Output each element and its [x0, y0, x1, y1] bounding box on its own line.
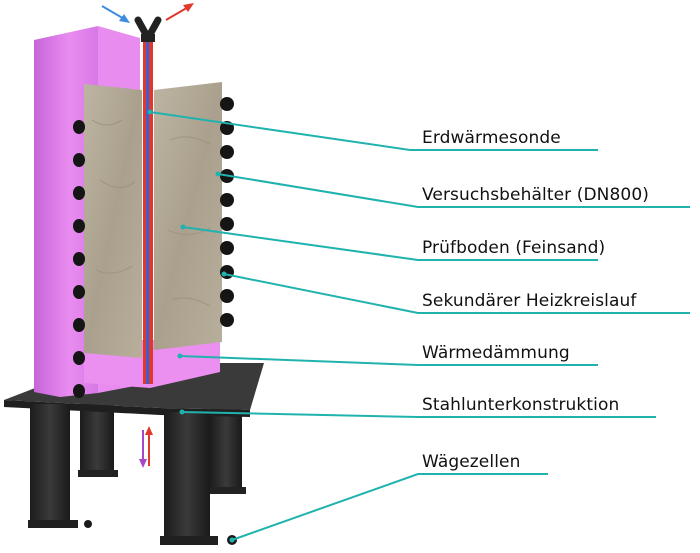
front-left-foot [28, 520, 78, 528]
pipe-end-right [220, 193, 234, 207]
pipe-end-left [73, 384, 85, 398]
label-test-container: Versuchsbehälter (DN800) [422, 185, 649, 205]
probe-collar [141, 34, 155, 42]
label-ground-probe: Erdwärmesonde [422, 128, 561, 148]
pipe-end-right [220, 265, 234, 279]
rear-left-foot [78, 470, 118, 477]
leader-secondary-circuit [223, 273, 690, 314]
steel-substructure [4, 363, 264, 545]
pipe-end-right [220, 97, 234, 111]
pipe-end-left [73, 285, 85, 299]
leader-ground-probe [149, 111, 598, 151]
pipe-end-left [73, 186, 85, 200]
pipe-end-left [73, 318, 85, 332]
ground-heat-probe [134, 16, 162, 384]
soil-left-panel [84, 84, 142, 358]
pipe-end-left [73, 120, 85, 134]
insulation-outer-wing [34, 26, 98, 397]
leader-dots [147, 109, 235, 543]
pipe-end-right [220, 145, 234, 159]
probe-tube-blue [146, 36, 149, 384]
leader-test-container [217, 173, 690, 208]
front-right-foot [160, 536, 218, 545]
pipe-end-left [73, 351, 85, 365]
label-test-soil: Prüfboden (Feinsand) [422, 238, 606, 258]
leader-load-cells [231, 473, 548, 541]
pipe-end-left [73, 153, 85, 167]
outflow-arrowhead [183, 3, 194, 12]
load-cell-left [84, 520, 92, 528]
pipe-end-right [220, 217, 234, 231]
soil-right-panel [154, 82, 222, 350]
rear-right-foot [208, 487, 246, 494]
leader-insulation [179, 355, 598, 366]
front-right-leg [164, 412, 210, 540]
label-steel-substructure: Stahlunterkonstruktion [422, 395, 620, 415]
pipe-end-left [73, 252, 85, 266]
label-secondary-heating-circuit: Sekundärer Heizkreislauf [422, 291, 637, 311]
inflow-arrowhead [119, 14, 130, 23]
leader-lines [149, 111, 690, 541]
flow-arrows [101, 3, 194, 468]
label-thermal-insulation: Wärmedämmung [422, 343, 570, 363]
weight-arrow-down [139, 459, 147, 468]
pipe-end-left [73, 219, 85, 233]
leader-test-soil [182, 226, 598, 261]
pipe-end-right [220, 241, 234, 255]
front-left-leg [30, 404, 70, 524]
pipe-end-right [220, 313, 234, 327]
weight-arrow-up [145, 426, 153, 435]
soil-texture [91, 119, 211, 307]
test-soil-section [84, 82, 222, 358]
pipe-end-right [220, 289, 234, 303]
label-load-cells: Wägezellen [422, 452, 521, 472]
leader-steel-substructure [181, 411, 656, 418]
